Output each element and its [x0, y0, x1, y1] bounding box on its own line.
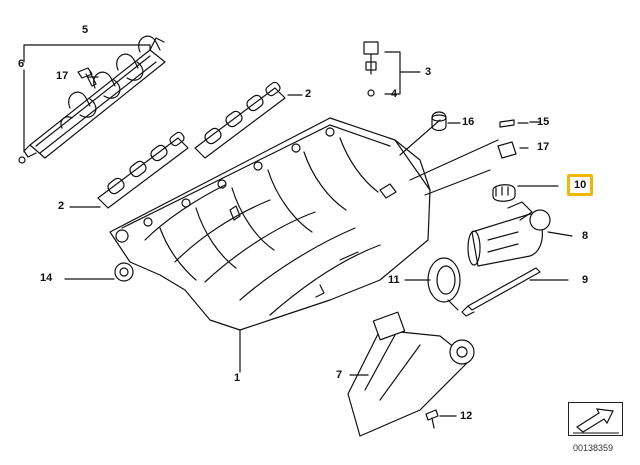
callout-11[interactable]: 11 [388, 274, 400, 286]
gasket-lower-part[interactable] [97, 131, 189, 209]
callout-8[interactable]: 8 [582, 230, 589, 242]
callout-9[interactable]: 9 [582, 274, 589, 286]
clamp-ring-part-11[interactable] [404, 257, 461, 311]
throttle-housing-part-7[interactable] [347, 311, 475, 437]
callout-16[interactable]: 16 [462, 116, 475, 128]
callout-12[interactable]: 12 [460, 410, 473, 422]
callout-1[interactable]: 1 [234, 372, 241, 384]
arrow-navigation-icon [573, 408, 619, 434]
sleeve-part-17[interactable] [497, 141, 529, 159]
wiring-harness-part[interactable] [18, 35, 166, 164]
callout-2-lower[interactable]: 2 [58, 200, 65, 212]
callout-13[interactable]: 17 [56, 70, 69, 82]
callout-14[interactable]: 14 [40, 272, 53, 284]
callout-3[interactable]: 3 [425, 66, 432, 78]
leader-lines [23, 44, 541, 208]
probe-part-9[interactable] [461, 267, 569, 317]
callout-4[interactable]: 4 [391, 88, 398, 100]
diagram-id: 00138359 [573, 443, 614, 453]
callout-2-upper[interactable]: 2 [305, 88, 312, 100]
gasket-upper-part[interactable] [194, 81, 286, 159]
callout-5[interactable]: 5 [82, 24, 89, 36]
callout-7[interactable]: 7 [336, 369, 343, 381]
callout-15[interactable]: 15 [537, 116, 550, 128]
nut-part-14[interactable] [64, 262, 134, 282]
navigation-button[interactable] [568, 402, 623, 436]
callout-6[interactable]: 6 [18, 58, 25, 70]
sensor-part-3[interactable] [363, 41, 421, 97]
callout-10[interactable]: 10 [567, 174, 594, 196]
callout-17[interactable]: 17 [537, 141, 550, 153]
idle-valve-part-8[interactable] [467, 201, 573, 267]
cap-part-16[interactable] [431, 111, 461, 132]
pin-part-15[interactable] [499, 119, 529, 128]
screw-part-12[interactable] [425, 409, 457, 429]
seal-ring-part-10[interactable] [492, 184, 559, 202]
bolt-part-13[interactable] [77, 67, 97, 87]
intake-manifold-part[interactable] [109, 117, 431, 373]
